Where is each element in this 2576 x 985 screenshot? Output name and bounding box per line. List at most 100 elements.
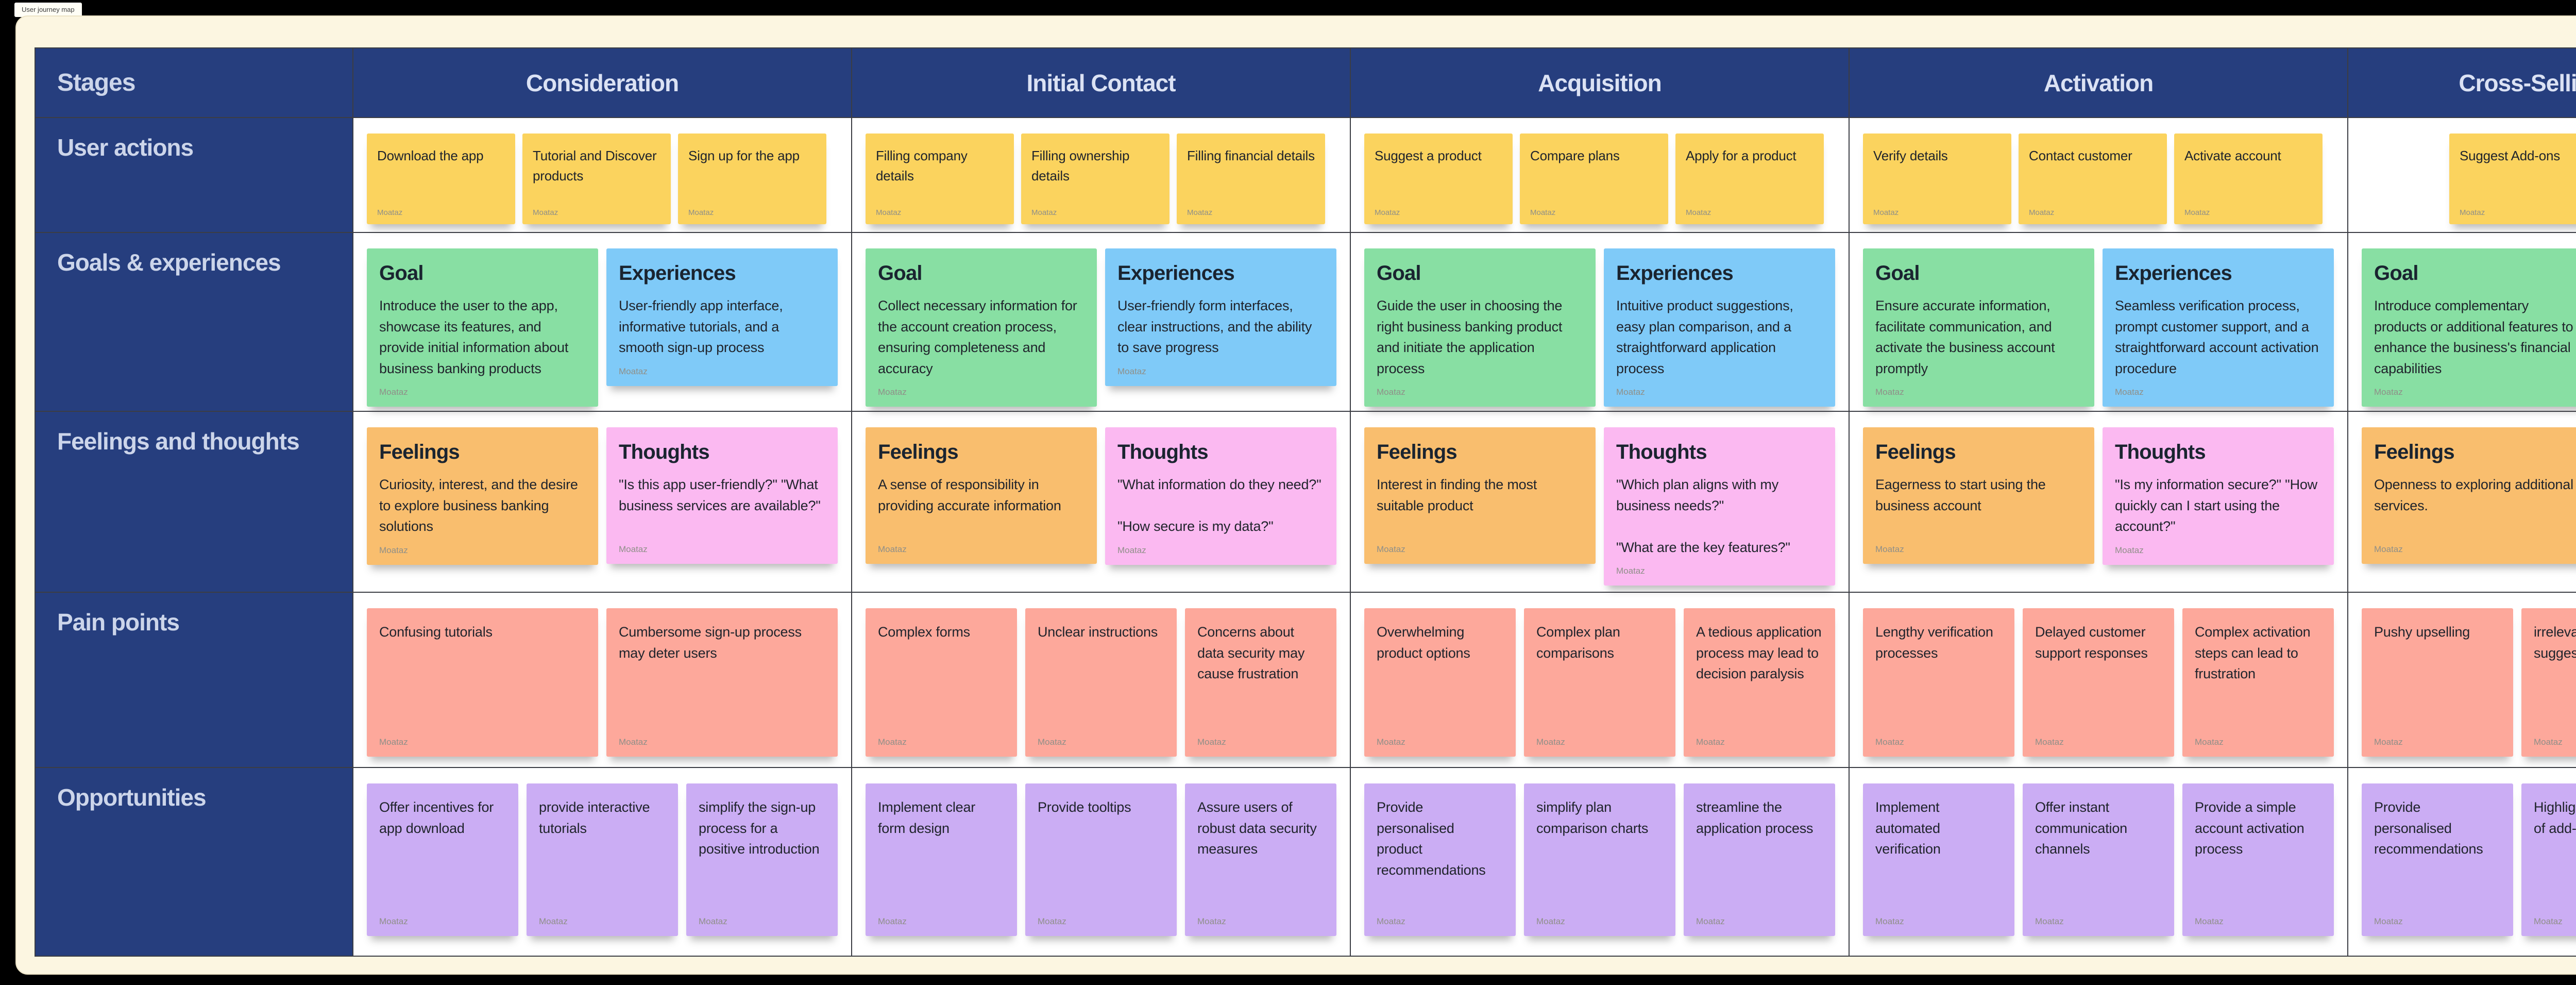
sticky-note[interactable]: Cumbersome sign-up process may deter use… xyxy=(606,608,838,757)
sticky-note-author: Moataz xyxy=(1197,737,1226,747)
sticky-note-author: Moataz xyxy=(619,544,648,554)
row-label-stages: Stages xyxy=(36,48,352,117)
sticky-note-author: Moataz xyxy=(1117,545,1146,555)
sticky-note-author: Moataz xyxy=(377,208,403,217)
row-label-feelings-thoughts: Feelings and thoughts xyxy=(36,412,352,592)
sticky-note[interactable]: Concerns about data security may cause f… xyxy=(1185,608,1336,757)
sticky-note-author: Moataz xyxy=(2115,387,2144,397)
stage-header-3: Acquisition xyxy=(1351,48,1849,117)
sticky-note-author: Moataz xyxy=(1197,916,1226,926)
sticky-note-author: Moataz xyxy=(2035,916,2064,926)
sticky-note-author: Moataz xyxy=(1686,208,1711,217)
sticky-note-author: Moataz xyxy=(2374,916,2403,926)
sticky-note-text: simplify the sign-up process for a posit… xyxy=(699,799,820,857)
sticky-note-text: Implement automated verification xyxy=(1875,799,1941,857)
sticky-note[interactable]: simplify the sign-up process for a posit… xyxy=(686,783,838,936)
sticky-note-author: Moataz xyxy=(1377,916,1405,926)
sticky-note-author: Moataz xyxy=(379,737,408,747)
sticky-note-author: Moataz xyxy=(619,366,648,376)
sticky-note[interactable]: A tedious application process may lead t… xyxy=(1684,608,1835,757)
sticky-note-text: Guide the user in choosing the right bus… xyxy=(1377,298,1563,376)
sticky-note[interactable]: Thoughts"What information do they need?"… xyxy=(1105,427,1336,565)
sticky-note[interactable]: Complex activation steps can lead to fru… xyxy=(2182,608,2334,757)
sticky-note-text: Activate account xyxy=(2184,148,2281,163)
sticky-note-author: Moataz xyxy=(1875,387,1904,397)
sticky-note-text: Delayed customer support responses xyxy=(2035,624,2148,661)
sticky-note[interactable]: Thoughts"Is my information secure?" "How… xyxy=(2103,427,2334,565)
sticky-note-text: Offer incentives for app download xyxy=(379,799,494,836)
stage-header-4: Activation xyxy=(1850,48,2347,117)
sticky-note[interactable]: Assure users of robust data security mea… xyxy=(1185,783,1336,936)
sticky-note-author: Moataz xyxy=(1375,208,1400,217)
sticky-note-text: "Is this app user-friendly?" "What busin… xyxy=(619,477,821,513)
sticky-note-text: Ensure accurate information, facilitate … xyxy=(1875,298,2055,376)
sticky-note-title: Feelings xyxy=(379,441,460,463)
sticky-note[interactable]: Provide a simple account activation proc… xyxy=(2182,783,2334,936)
frame-title-tab[interactable]: User journey map xyxy=(14,3,82,17)
sticky-note[interactable]: Thoughts"Is this app user-friendly?" "Wh… xyxy=(606,427,838,564)
sticky-note-author: Moataz xyxy=(2374,544,2403,554)
sticky-note-text: Verify details xyxy=(1873,148,1948,163)
sticky-note-text: "What information do they need?" "How se… xyxy=(1117,477,1321,534)
sticky-note-author: Moataz xyxy=(1377,544,1405,554)
sticky-note-author: Moataz xyxy=(878,916,907,926)
sticky-note[interactable]: Thoughts"Which plan aligns with my busin… xyxy=(1604,427,1835,586)
sticky-note-text: Offer instant communication channels xyxy=(2035,799,2127,857)
sticky-note-text: Complex plan comparisons xyxy=(1536,624,1620,661)
sticky-note[interactable]: irrelevant suggestionsMoataz xyxy=(2521,608,2576,757)
sticky-note-title: Goal xyxy=(1875,262,1920,285)
sticky-note-title: Experiences xyxy=(619,262,736,285)
sticky-note-text: Provide tooltips xyxy=(1038,799,1131,815)
sticky-note[interactable]: Provide personalised product recommendat… xyxy=(1364,783,1516,936)
sticky-note-author: Moataz xyxy=(2195,737,2224,747)
